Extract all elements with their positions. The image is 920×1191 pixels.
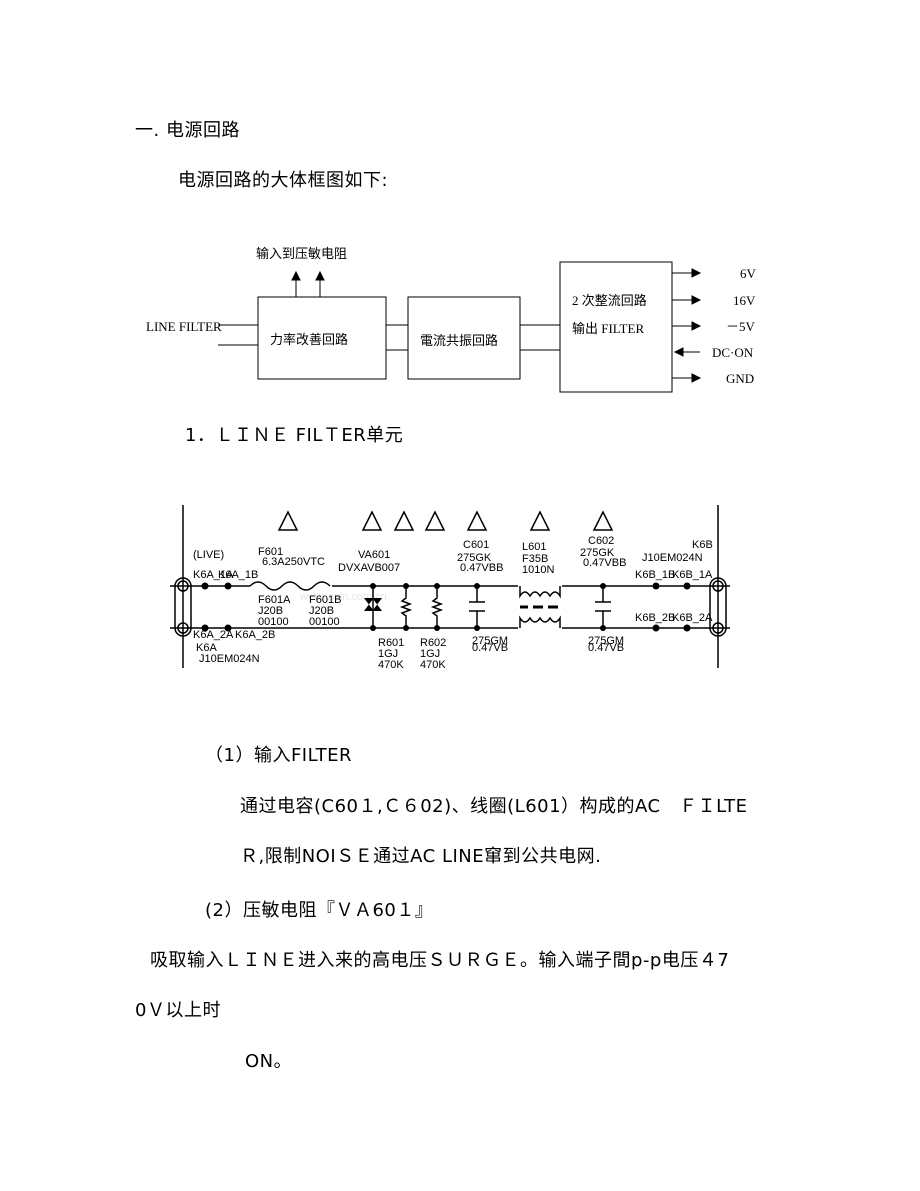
va601-part: DVXAVB007 bbox=[338, 562, 400, 574]
pin-label: K6A_1A bbox=[193, 569, 234, 581]
output-dc-on: DC·ON bbox=[712, 345, 754, 360]
pin-label: K6B_1A bbox=[672, 569, 713, 581]
r602-value1: 1GJ bbox=[420, 648, 440, 660]
warning-icon bbox=[529, 510, 551, 531]
f601b-code: 00100 bbox=[309, 616, 340, 628]
output-16v: 16V bbox=[733, 293, 756, 308]
warning-icon bbox=[393, 510, 415, 531]
c602-label: C602 bbox=[588, 535, 614, 547]
f601a-code: 00100 bbox=[258, 616, 289, 628]
c602-bottom1: 275GM bbox=[588, 635, 624, 647]
warning-icons bbox=[277, 510, 614, 531]
warning-icon bbox=[592, 510, 614, 531]
r602-label: R602 bbox=[420, 637, 446, 649]
output-minus5v: －5V bbox=[726, 319, 756, 334]
block-rectifier bbox=[559, 261, 673, 393]
r601-label: R601 bbox=[378, 637, 404, 649]
sub2-title: (2）压敏电阻『ＶＡ60１』 bbox=[205, 900, 434, 921]
c602-bottom2: 0.47VB bbox=[588, 642, 624, 654]
f601-label: F601 bbox=[258, 546, 283, 558]
sub2-line1: 吸取输入ＬＩＮＥ进入来的高电压ＳＵＲＧＥ。输入端子間p-p电压４7 bbox=[150, 950, 730, 971]
k6a-label: K6A bbox=[196, 642, 217, 654]
f601b-part: J20B bbox=[309, 605, 334, 617]
warning-icon bbox=[361, 510, 383, 531]
f601a-label: F601A bbox=[258, 594, 291, 606]
r601-value1: 1GJ bbox=[378, 648, 398, 660]
f601a-part: J20B bbox=[258, 605, 283, 617]
pin-label: K6A_1B bbox=[218, 569, 258, 581]
c601-value1: 275GK bbox=[457, 552, 492, 564]
block-diagram bbox=[218, 261, 702, 393]
r602-value2: 470K bbox=[420, 659, 446, 671]
c601-label: C601 bbox=[463, 539, 489, 551]
pin-label: K6B_2A bbox=[672, 612, 713, 624]
output-gnd: GND bbox=[726, 371, 754, 386]
warning-icon bbox=[277, 510, 299, 531]
k6a-part: J10EM024N bbox=[199, 653, 260, 665]
sub1-line2: Ｒ,限制NOIＳＥ通过AC LINE窜到公共电网. bbox=[240, 846, 602, 867]
c602-value1: 275GK bbox=[580, 547, 615, 559]
pin-label: K6B_2B bbox=[635, 612, 675, 624]
varistor-input-label: 输入到压敏电阻 bbox=[256, 246, 347, 261]
block2-label: 電流共振回路 bbox=[420, 333, 498, 348]
block3-label-1: 2 次整流回路 bbox=[572, 293, 647, 308]
sub1-title: （1）输入FILTER bbox=[205, 745, 353, 766]
warning-icon bbox=[424, 510, 446, 531]
l601-value1: F35B bbox=[522, 553, 548, 565]
sub2-line2: 0Ｖ以上时 bbox=[135, 1000, 221, 1021]
c601-bottom2: 0.47VB bbox=[472, 642, 508, 654]
k6b-part: J10EM024N bbox=[642, 552, 703, 564]
va601-label: VA601 bbox=[358, 549, 390, 561]
k6b-label: K6B bbox=[692, 539, 713, 551]
l601-value2: 1010N bbox=[522, 564, 554, 576]
pin-label: K6A_2B bbox=[235, 629, 275, 641]
c601-value2: 0.47VBB bbox=[460, 562, 503, 574]
section1-title: 1．ＬＩＮＥ FILＴER单元 bbox=[185, 425, 404, 446]
c601-bottom1: 275GM bbox=[472, 635, 508, 647]
block-power-factor bbox=[257, 296, 387, 380]
pin-label: K6A_2A bbox=[193, 629, 234, 641]
heading: 一. 电源回路 bbox=[135, 120, 240, 141]
sub1-line1: 通过电容(C60１,Ｃ６02)、线圈(L601）构成的AC ＦＩLTE bbox=[240, 796, 748, 817]
intro-text: 电源回路的大体框图如下: bbox=[178, 170, 389, 191]
warning-icon bbox=[466, 510, 488, 531]
block1-label: 力率改善回路 bbox=[270, 332, 348, 347]
block-resonance bbox=[407, 296, 521, 380]
line-filter-label: LINE FILTER bbox=[146, 319, 222, 334]
l601-label: L601 bbox=[522, 541, 546, 553]
output-6v: 6V bbox=[740, 266, 757, 281]
r601-value2: 470K bbox=[378, 659, 404, 671]
block3-label-2: 输出 FILTER bbox=[572, 321, 644, 336]
pin-label: K6B_1B bbox=[635, 569, 675, 581]
live-label: (LIVE) bbox=[193, 549, 224, 561]
f601-rating: 6.3A250VTC bbox=[262, 556, 325, 568]
watermark: www.zixin.com.cn bbox=[299, 591, 387, 603]
c602-value2: 0.47VBB bbox=[583, 557, 626, 569]
f601b-label: F601B bbox=[309, 594, 341, 606]
line-filter-schematic: www.zixin.com.cn bbox=[170, 505, 730, 671]
sub2-line3: ON。 bbox=[245, 1051, 293, 1072]
